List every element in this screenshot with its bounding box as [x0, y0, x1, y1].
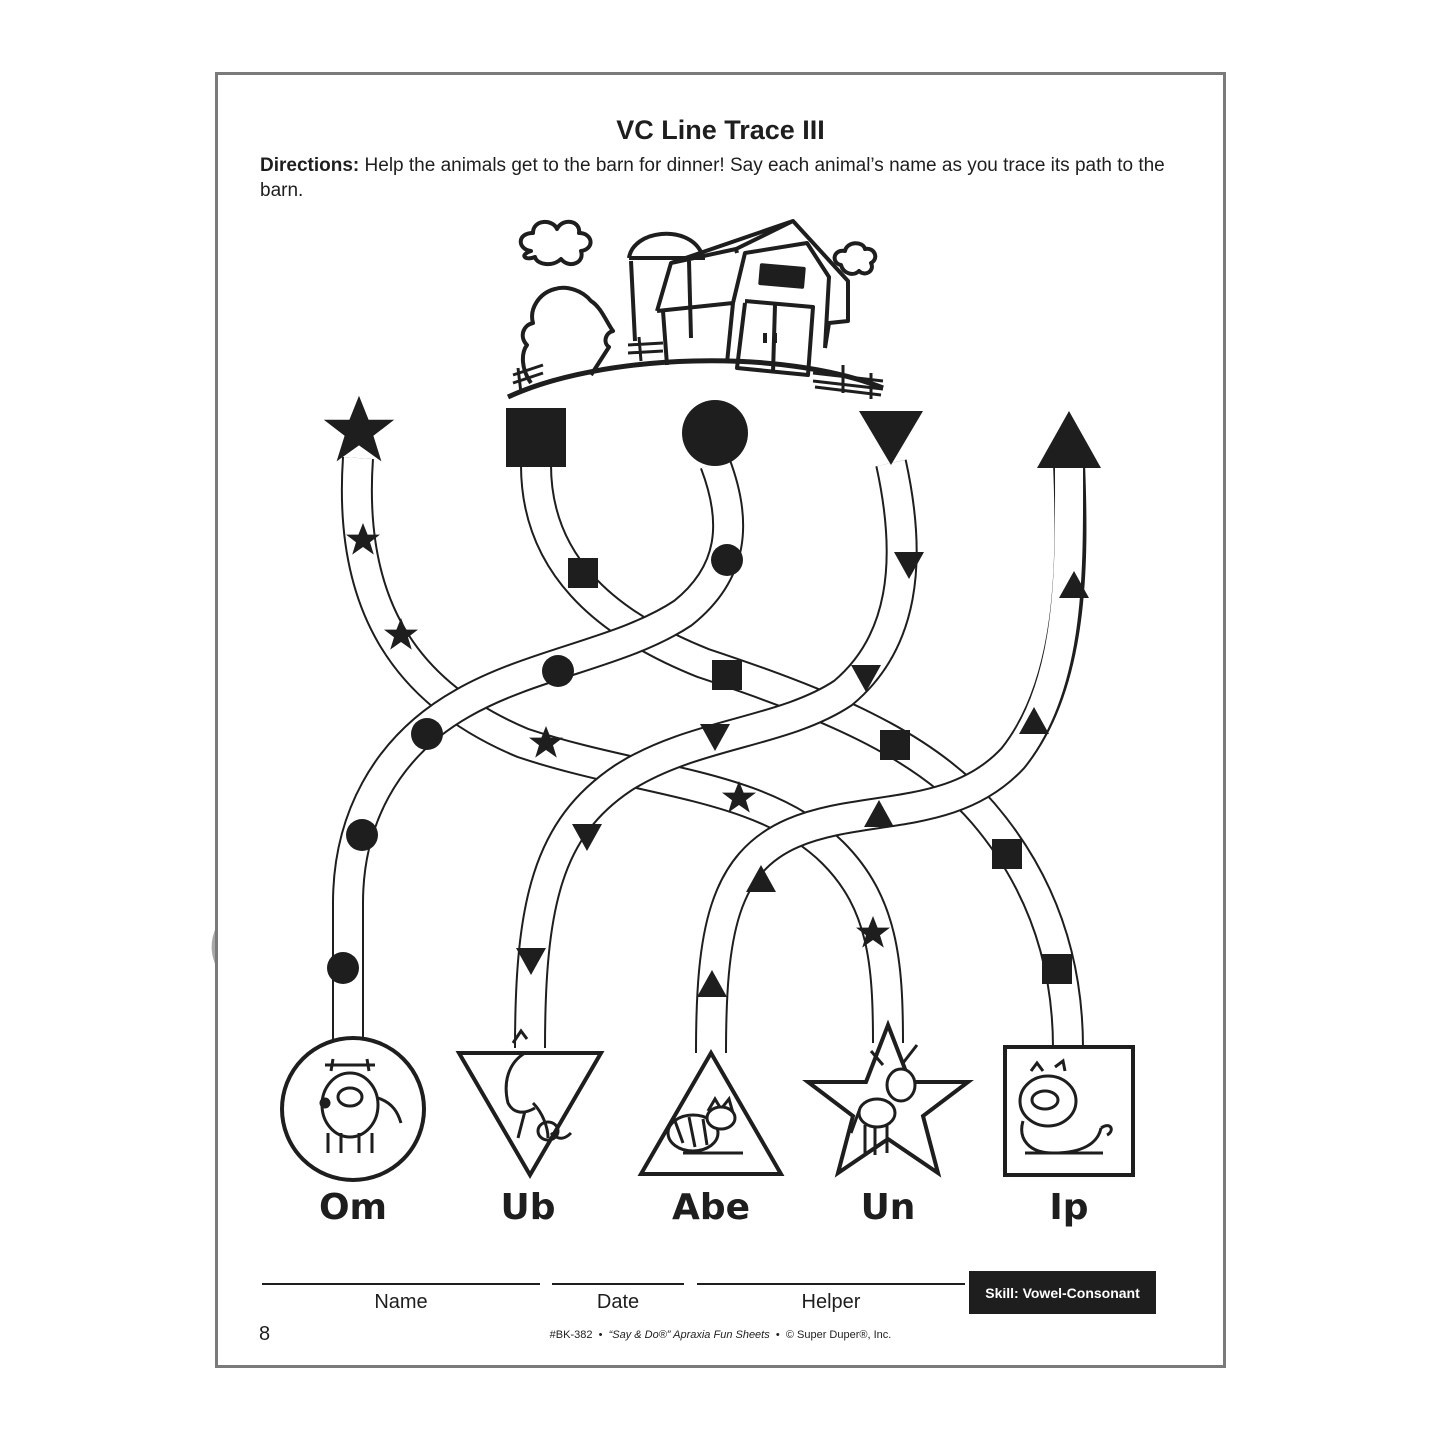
triangle-up-start-icon	[1037, 411, 1101, 468]
fence-icon	[512, 336, 664, 394]
silo-icon	[627, 231, 705, 342]
page-number: 8	[259, 1323, 271, 1345]
triangle-down-marker-icon	[851, 665, 881, 692]
circle-marker-icon	[711, 544, 743, 576]
bullet: •	[775, 1329, 780, 1341]
cow-icon	[280, 1036, 426, 1182]
name-line[interactable]	[262, 1283, 540, 1285]
product-code: #BK-382	[549, 1329, 593, 1341]
directions-label: Directions:	[260, 155, 360, 176]
date-line[interactable]	[552, 1283, 684, 1285]
cat-icon	[637, 1049, 785, 1176]
square-start-icon	[506, 408, 566, 467]
star-start-icon	[323, 395, 395, 462]
cloud-icon	[518, 219, 593, 267]
animal-frames	[280, 1019, 1135, 1182]
skill-badge: Skill: Vowel-Consonant	[969, 1271, 1156, 1314]
square-marker-icon	[992, 839, 1022, 869]
word-label-ip: Ip	[1049, 1187, 1089, 1228]
triangle-down-start-icon	[859, 411, 923, 465]
barn-icon	[655, 219, 850, 377]
fence-icon	[812, 365, 884, 399]
word-label-abe: Abe	[671, 1187, 751, 1228]
triangle-up-marker-icon	[1059, 571, 1089, 598]
triangle-down-marker-icon	[516, 948, 546, 975]
circle-marker-icon	[542, 655, 574, 687]
square-marker-icon	[712, 660, 742, 690]
haystack-icon	[520, 285, 615, 385]
triangle-up-marker-icon	[746, 865, 776, 892]
bull-icon	[455, 1028, 605, 1179]
worksheet-page: VC Line Trace III Directions: Help the a…	[215, 72, 1226, 1368]
date-label: Date	[596, 1291, 640, 1313]
word-label-om: Om	[318, 1187, 388, 1228]
circle-marker-icon	[327, 952, 359, 984]
bullet: •	[598, 1329, 603, 1341]
name-label: Name	[374, 1291, 428, 1313]
word-label-un: Un	[860, 1187, 916, 1228]
start-symbols	[323, 395, 1101, 468]
square-marker-icon	[1042, 954, 1072, 984]
circle-marker-icon	[411, 718, 443, 750]
footer-credit: #BK-382 • “Say & Do®” Apraxia Fun Sheets…	[218, 1329, 1223, 1341]
donkey-icon	[802, 1019, 974, 1178]
word-label-ub: Ub	[500, 1187, 556, 1228]
track-markers	[327, 523, 1089, 997]
triangle-up-marker-icon	[697, 970, 727, 997]
track-paths	[332, 456, 1087, 1054]
triangle-down-marker-icon	[572, 824, 602, 851]
page-title: VC Line Trace III	[616, 115, 825, 145]
triangle-down-marker-icon	[700, 724, 730, 751]
book-title: “Say & Do®” Apraxia Fun Sheets	[608, 1329, 770, 1341]
square-marker-icon	[568, 558, 598, 588]
barn-scene-icon	[506, 219, 884, 400]
copyright: © Super Duper®, Inc.	[785, 1329, 892, 1341]
triangle-down-marker-icon	[894, 552, 924, 579]
helper-label: Helper	[801, 1291, 861, 1313]
triangle-up-marker-icon	[864, 800, 894, 827]
circle-marker-icon	[346, 819, 378, 851]
directions: Directions: Help the animals get to the …	[260, 153, 1180, 203]
pig-icon	[1003, 1045, 1135, 1177]
maze-art	[280, 219, 1135, 1182]
helper-line[interactable]	[697, 1283, 965, 1285]
cloud-icon	[832, 241, 878, 276]
square-marker-icon	[880, 730, 910, 760]
directions-text: Help the animals get to the barn for din…	[260, 155, 1165, 201]
hill-icon	[506, 358, 884, 400]
circle-start-icon	[682, 400, 748, 466]
triangle-up-marker-icon	[1019, 707, 1049, 734]
